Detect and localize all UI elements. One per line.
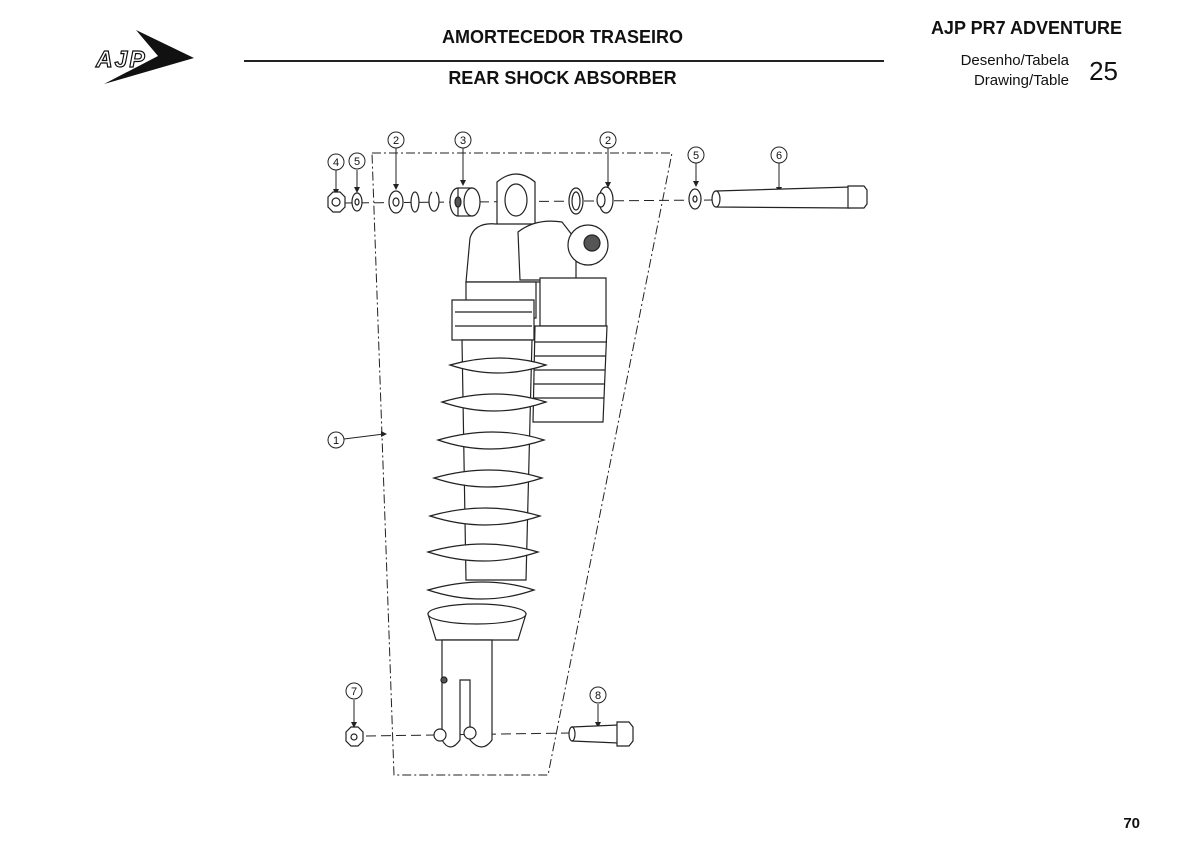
title-portuguese: AMORTECEDOR TRASEIRO [441,27,683,47]
callout-5-left-label: 5 [354,156,360,168]
callout-1-label: 1 [333,435,339,447]
drawing-table-label: Desenho/Tabela Drawing/Table [961,51,1069,91]
seal-ring [568,187,584,215]
callout-2-left [387,131,405,149]
drawing-label-pt: Desenho/Tabela [960,52,1069,69]
page-number: 70 [1123,815,1140,832]
nut-bottom [345,726,364,747]
washer-left [351,192,363,212]
ajp-logo: AJP [94,30,194,84]
callout-5-left [348,152,366,170]
callout-3-label: 3 [460,135,466,147]
callout-5-right-label: 5 [693,150,699,162]
bearing [449,187,481,217]
callout-8-label: 8 [595,690,601,702]
callout-2-left-label: 2 [393,135,399,147]
callout-4-label: 4 [333,157,339,169]
washer-right [688,188,702,210]
model-name: AJP PR7 ADVENTURE [930,18,1122,38]
bushing-right [596,186,614,214]
callout-7-label: 7 [351,686,357,698]
nut-top [327,191,346,213]
bolt-bottom [568,721,634,747]
callout-6 [770,146,788,164]
bolt-top [711,185,868,209]
callout-2-right-label: 2 [605,135,611,147]
callout-6-label: 6 [776,150,782,162]
assembly-boundary [371,152,673,776]
callout-4 [327,153,345,171]
callout-1 [327,431,345,449]
title-english: REAR SHOCK ABSORBER [448,68,677,88]
callout-7 [345,682,363,700]
header-divider [244,60,884,62]
shock-body [425,173,609,748]
callout-2-right [599,131,617,149]
table-number: 25 [1089,56,1118,86]
callout-5-right [687,146,705,164]
callout-3 [454,131,472,149]
callout-8 [589,686,607,704]
drawing-label-en: Drawing/Table [973,72,1069,89]
svg-text:AJP: AJP [95,46,147,72]
bushing-left [388,190,440,214]
